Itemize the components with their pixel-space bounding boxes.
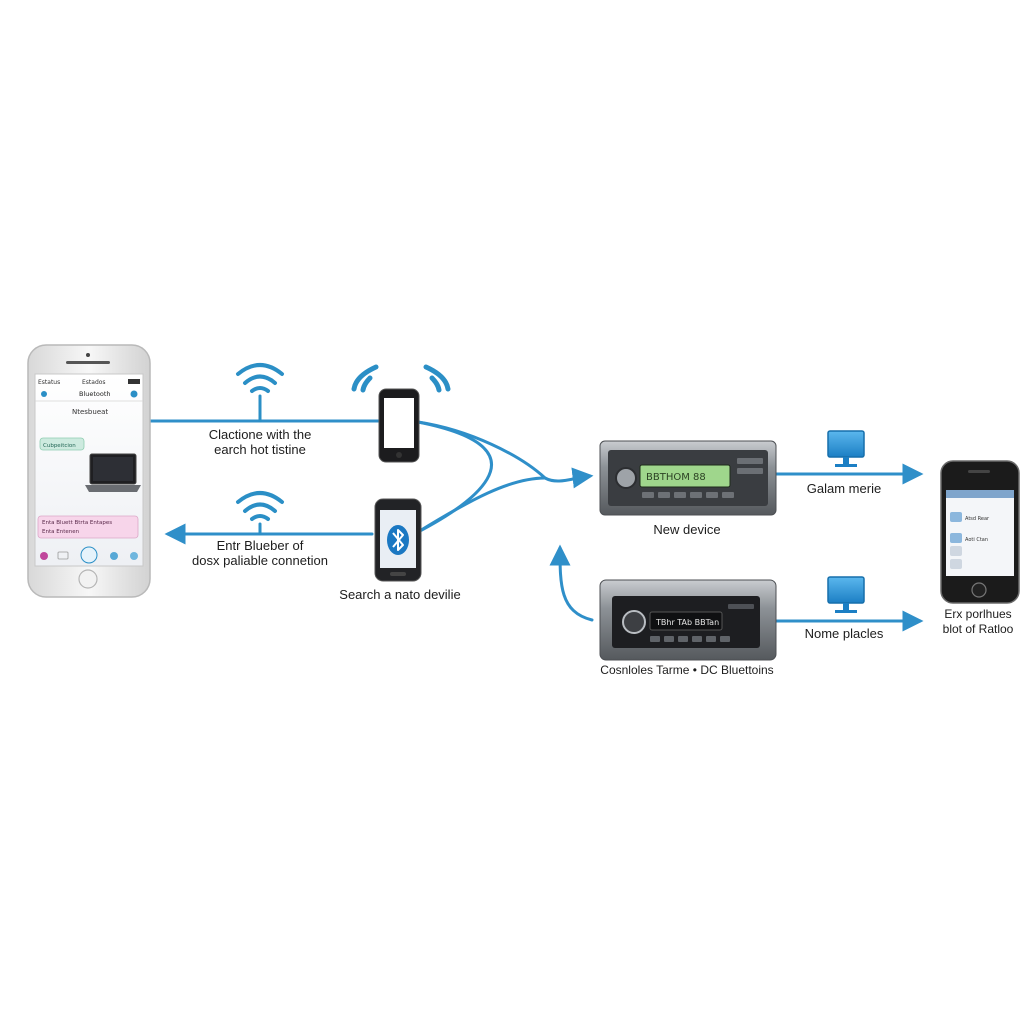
connection-lines bbox=[148, 419, 924, 632]
bottom-car-radio: TBhr TAb BBTan bbox=[599, 579, 777, 661]
right-phone: Atsd Rear Aoti Ctan bbox=[940, 460, 1020, 604]
far-right-caption: Erx porlhues blot of Ratloo bbox=[934, 607, 1022, 637]
search-phone-caption: Search a nato devilie bbox=[339, 587, 461, 602]
top-car-radio: BBTHOM 88 bbox=[599, 440, 777, 516]
bottom-left-caption: Entr Blueber of dosx paliable connetion bbox=[190, 538, 330, 568]
right-phone-row2: Aoti Ctan bbox=[965, 537, 988, 543]
bluetooth-phone bbox=[374, 498, 422, 582]
far-right-line2: blot of Ratloo bbox=[942, 622, 1014, 636]
signal-waves-icon bbox=[351, 364, 451, 393]
screen-row[interactable]: Enta Bluett Btrta Entapes bbox=[42, 520, 112, 526]
bottom-radio-display: TBhr TAb BBTan bbox=[655, 618, 719, 627]
tab-icon-4[interactable] bbox=[110, 552, 118, 560]
top-left-line1: Clactione with the bbox=[208, 427, 312, 442]
monitor-icon bbox=[827, 430, 865, 467]
bottom-left-line2: dosx paliable connetion bbox=[192, 553, 328, 568]
wifi-icon bbox=[236, 491, 284, 536]
new-device-caption: New device bbox=[653, 522, 721, 537]
top-phone bbox=[378, 388, 420, 463]
curve-top-phone-to-radio bbox=[416, 420, 594, 489]
status-left: Estatus bbox=[38, 379, 60, 386]
curve-bottom-to-radio bbox=[416, 476, 547, 534]
bottom-right-caption: Nome placles bbox=[804, 626, 884, 641]
wifi-icon bbox=[236, 363, 284, 423]
monitor-icon bbox=[827, 576, 865, 613]
top-right-caption: Galam merie bbox=[806, 481, 882, 496]
back-icon[interactable] bbox=[41, 391, 47, 397]
right-phone-row1: Atsd Rear bbox=[965, 516, 990, 522]
screen-heading: Ntesbueat bbox=[72, 408, 108, 416]
top-radio-display: BBTHOM 88 bbox=[646, 472, 706, 483]
front-camera-dot bbox=[86, 353, 90, 357]
top-left-line2: earch hot tistine bbox=[214, 442, 306, 457]
volume-knob[interactable] bbox=[615, 467, 637, 489]
screen-title: Bluetooth bbox=[79, 390, 111, 398]
tab-icon-5[interactable] bbox=[130, 552, 138, 560]
bluetooth-tab-icon[interactable] bbox=[80, 546, 98, 564]
tab-icon-2[interactable] bbox=[57, 551, 69, 560]
top-left-caption: Clactione with the earch hot tistine bbox=[196, 427, 324, 457]
far-right-line1: Erx porlhues bbox=[944, 607, 1012, 621]
left-phone: Estatus Estados Bluetooth Ntesbueat Cubp… bbox=[27, 344, 151, 598]
info-icon[interactable] bbox=[130, 390, 138, 398]
bottom-left-line1: Entr Blueber of bbox=[216, 538, 304, 553]
status-center: Estados bbox=[82, 379, 106, 386]
screen-chip[interactable]: Cubpeitcion bbox=[43, 443, 76, 449]
bluetooth-icon bbox=[387, 525, 409, 555]
volume-knob[interactable] bbox=[622, 610, 646, 634]
curve-up-to-radio bbox=[549, 544, 594, 622]
home-button[interactable] bbox=[971, 582, 987, 598]
bottom-radio-caption: Cosnloles Tarme • DC Bluettoins bbox=[600, 663, 774, 677]
laptop-icon bbox=[85, 453, 141, 492]
home-button[interactable] bbox=[78, 569, 98, 589]
screen-row-sub: Enta Entenen bbox=[42, 529, 80, 535]
tab-dot-icon[interactable] bbox=[40, 552, 48, 560]
